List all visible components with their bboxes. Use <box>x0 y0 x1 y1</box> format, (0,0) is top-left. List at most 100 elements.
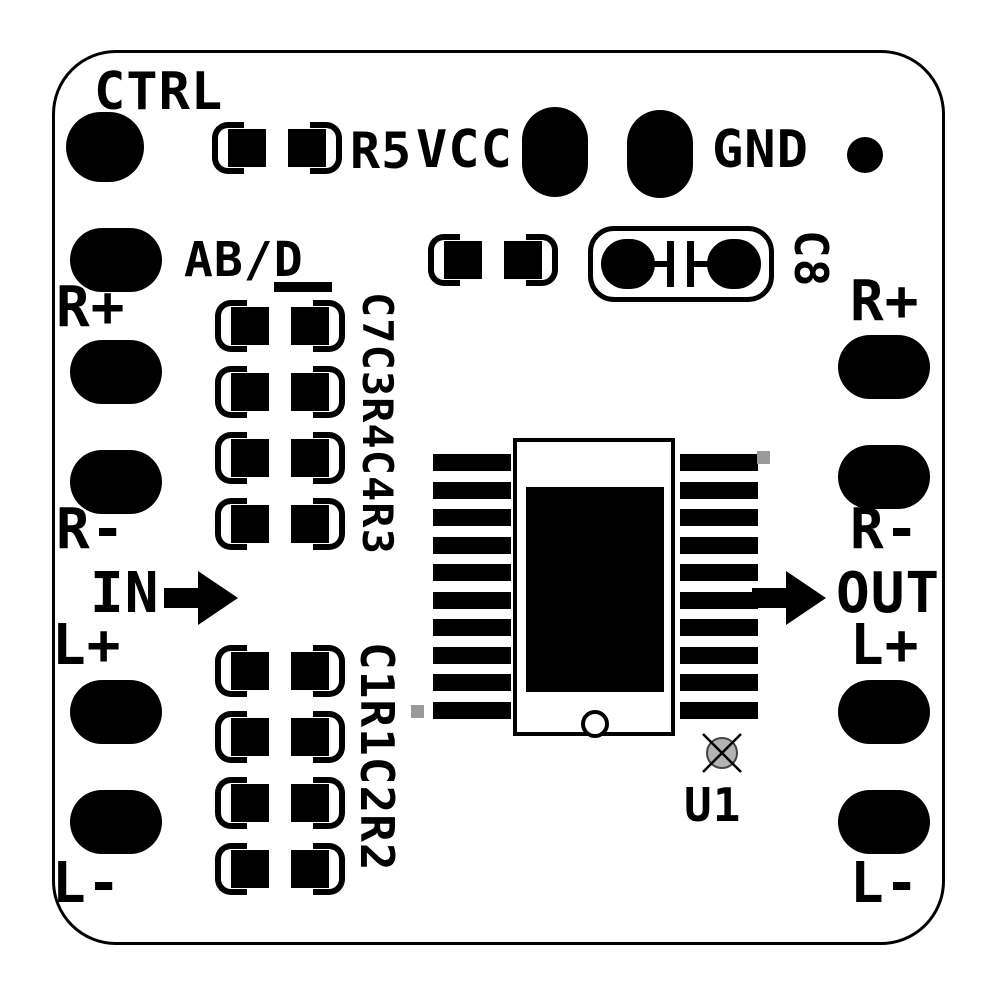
label-out: OUT <box>836 561 941 626</box>
pad-right <box>838 445 930 509</box>
label-u1: U1 <box>684 778 742 832</box>
label-vcc: VCC <box>416 120 513 180</box>
ic-left-pin-array <box>433 454 511 719</box>
footprint-r1 <box>215 711 345 763</box>
ic-right-pin-array <box>680 454 758 719</box>
cap-symbol-plate <box>667 241 674 287</box>
in-arrow-icon <box>164 571 238 625</box>
ic-pin <box>680 536 758 554</box>
footprint-top-center <box>428 234 558 286</box>
ic-pin <box>680 454 758 471</box>
ic-pin <box>680 646 758 664</box>
footprint-bracket <box>428 234 460 286</box>
footprint-bracket <box>212 122 244 174</box>
footprint-bracket <box>215 843 247 895</box>
footprint-bracket <box>215 300 247 352</box>
ic-pin <box>433 481 511 499</box>
ic-thermal-pad <box>526 487 664 692</box>
pad-right <box>838 680 930 744</box>
ic-pin <box>433 674 511 691</box>
pad-left <box>70 450 162 514</box>
fiducial-crosshair-icon <box>702 733 742 773</box>
label-top-column: C7C3R4C4R3 <box>353 292 402 555</box>
ic-pin <box>680 591 758 609</box>
smd-pad <box>231 307 269 345</box>
footprint-c2 <box>215 777 345 829</box>
label-gnd: GND <box>712 120 809 180</box>
pad-ctrl <box>66 112 144 182</box>
ab-d-underline <box>274 282 332 292</box>
footprint-c3 <box>215 366 345 418</box>
smd-pad <box>231 373 269 411</box>
footprint-bracket <box>215 777 247 829</box>
pad-left <box>70 790 162 854</box>
footprint-bracket <box>313 645 345 697</box>
footprint-r2 <box>215 843 345 895</box>
footprint-bracket <box>215 711 247 763</box>
label-left-r-plus: R+ <box>56 275 126 340</box>
pad-right <box>838 790 930 854</box>
label-right-l-minus: L- <box>850 851 920 916</box>
smd-pad <box>231 718 269 756</box>
footprint-c1 <box>215 645 345 697</box>
label-left-l-plus: L+ <box>52 613 122 678</box>
pad-vcc <box>522 107 588 197</box>
smd-pad <box>231 439 269 477</box>
footprint-c7 <box>215 300 345 352</box>
arrow-shaft <box>164 588 200 608</box>
smd-pad <box>444 241 482 279</box>
cap-symbol-lead <box>694 261 709 267</box>
fiducial-square <box>757 451 770 464</box>
ic-pin <box>433 701 511 719</box>
pad-left <box>70 228 162 292</box>
label-r5: R5 <box>350 122 413 180</box>
footprint-bracket <box>215 645 247 697</box>
footprint-bracket <box>313 498 345 550</box>
label-right-l-plus: L+ <box>850 613 920 678</box>
label-ab-d: AB/D <box>184 232 304 288</box>
pad-right <box>838 335 930 399</box>
pad-left <box>70 340 162 404</box>
arrow-head <box>786 571 826 625</box>
pad-round-small <box>847 137 883 173</box>
footprint-r4-c4 <box>215 432 345 484</box>
c8-pad <box>601 239 655 289</box>
label-ctrl: CTRL <box>94 62 224 122</box>
ic-pin <box>680 674 758 691</box>
smd-pad <box>231 505 269 543</box>
ic-pin <box>433 536 511 554</box>
out-arrow-icon <box>752 571 826 625</box>
c8-pad <box>707 239 761 289</box>
smd-pad <box>231 784 269 822</box>
footprint-bracket <box>313 300 345 352</box>
label-c8: C8 <box>784 230 838 288</box>
footprint-c8 <box>588 226 774 302</box>
ic-pin <box>680 701 758 719</box>
board-outline <box>52 50 945 945</box>
footprint-bracket <box>313 366 345 418</box>
ic-pin <box>433 454 511 471</box>
ic-pin <box>680 619 758 636</box>
ic-pin1-notch <box>581 710 609 738</box>
footprint-bracket <box>310 122 342 174</box>
footprint-bracket <box>313 432 345 484</box>
smd-pad <box>231 652 269 690</box>
cap-symbol-plate <box>687 241 694 287</box>
label-left-r-minus: R- <box>56 497 126 562</box>
footprint-bracket <box>313 843 345 895</box>
ic-pin <box>433 619 511 636</box>
arrow-shaft <box>752 588 788 608</box>
label-in: IN <box>90 561 160 626</box>
smd-pad <box>228 129 266 167</box>
ic-pin <box>680 564 758 581</box>
label-left-l-minus: L- <box>52 851 122 916</box>
ic-pin <box>680 481 758 499</box>
footprint-r3 <box>215 498 345 550</box>
label-bottom-column: C1R1C2R2 <box>350 642 404 872</box>
pad-left <box>70 680 162 744</box>
smd-pad <box>231 850 269 888</box>
footprint-bracket <box>313 777 345 829</box>
ic-pin <box>680 509 758 526</box>
ic-pin <box>433 646 511 664</box>
footprint-bracket <box>215 498 247 550</box>
